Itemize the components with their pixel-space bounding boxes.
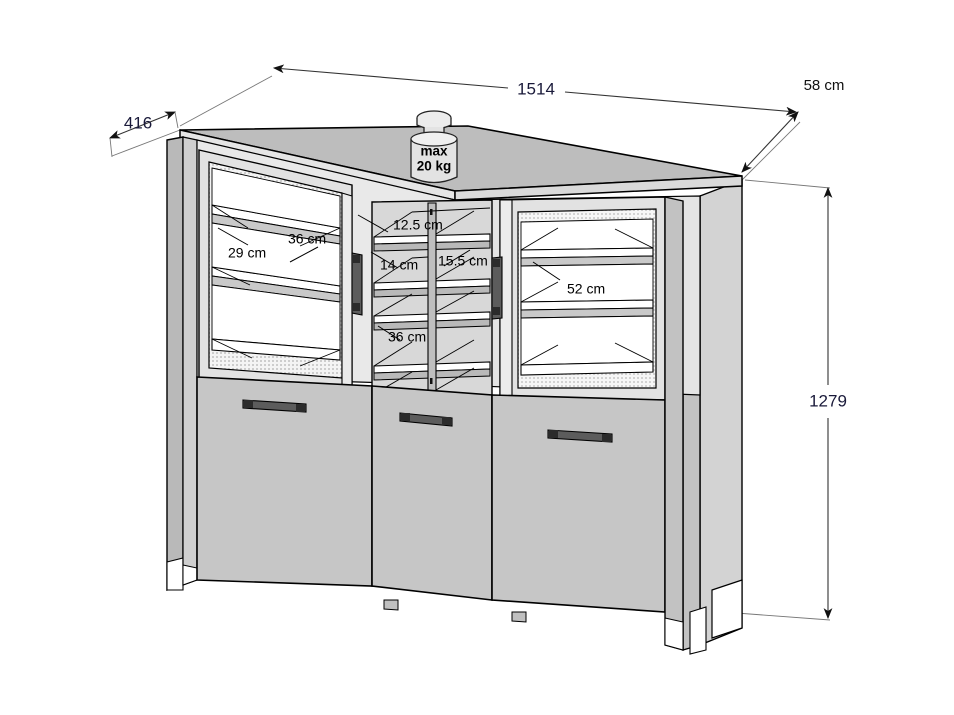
leader-36cm-left: [289, 246, 319, 263]
right-interior-upper: [520, 218, 654, 251]
right-interior-perspective-lines: [520, 227, 654, 366]
label-52cm: 52 cm: [567, 281, 605, 297]
lower-middle-door[interactable]: [371, 385, 493, 611]
left-bottom-panel: [211, 338, 341, 361]
left-handle-bar: [351, 252, 363, 316]
front-right-post: [664, 196, 684, 651]
lower-left-handle-cap-left: [244, 400, 253, 408]
lower-right-handle-cap-right: [602, 434, 611, 442]
leader-15-5cm: [443, 249, 471, 267]
right-door-handle[interactable]: [491, 256, 503, 320]
left-glass-door[interactable]: [198, 149, 363, 391]
left-handle-cap-top: [353, 255, 360, 263]
left-handle-cap-bottom: [353, 303, 360, 311]
right-inner-foot-cut: [689, 606, 707, 655]
left-side-panel-face: [182, 136, 198, 586]
right-bottom-panel: [520, 361, 654, 376]
label-height-1279: 1279: [809, 391, 847, 410]
label-36cm-left: 36 cm: [288, 231, 326, 247]
right-interior-lower: [520, 315, 654, 366]
middle-pin-top: [430, 209, 433, 215]
cabinet-body: [166, 125, 743, 655]
depth-ext-lower: [109, 137, 113, 158]
weight-shoulder: [410, 131, 458, 147]
right-side-panel-outer: [699, 178, 743, 647]
top-front-edge-right: [454, 175, 743, 201]
depth-ext-upper: [174, 111, 179, 129]
label-12-5cm: 12.5 cm: [393, 217, 443, 233]
lower-left-handle[interactable]: [242, 399, 307, 413]
left-foot-cut: [166, 557, 184, 591]
lower-right-door[interactable]: [491, 394, 666, 623]
lower-right-handle[interactable]: [547, 429, 613, 443]
ext-line-topback-left: [179, 75, 273, 127]
leader-36cm-mid: [377, 325, 401, 341]
depth-dim-line: [108, 111, 177, 139]
lower-left-handle-bar: [242, 399, 307, 413]
lower-middle-handle-cap-left: [401, 413, 410, 421]
dimension-lines: [108, 64, 833, 621]
width-dim-line-right: [564, 91, 798, 116]
middle-perspective-lines: [373, 207, 491, 395]
label-29cm: 29 cm: [228, 245, 266, 261]
lower-right-handle-bar: [547, 429, 613, 443]
right-handle-cap-bottom: [493, 307, 500, 315]
max-load-line2: 20 kg: [417, 159, 452, 174]
label-depth-58cm: 58 cm: [804, 77, 845, 94]
left-interior-perspective-lines: [211, 204, 341, 367]
interior-dimension-labels: 29 cm 36 cm 12.5 cm 14 cm 15.5 cm 36 cm …: [228, 217, 605, 345]
lower-right-handle-cap-left: [549, 430, 558, 438]
max-load-line1: max: [420, 144, 448, 159]
left-door-stile: [341, 192, 353, 391]
lower-middle-handle-bar: [399, 412, 453, 427]
interior-dimension-leaders: [217, 214, 561, 341]
lower-left-door[interactable]: [196, 376, 373, 587]
left-interior-mid: [211, 222, 341, 287]
left-door-handle[interactable]: [351, 252, 363, 316]
leader-29cm: [217, 227, 249, 246]
ext-line-height-top: [744, 179, 831, 189]
overall-dimension-labels: 1514 416 58 cm 1279: [124, 77, 847, 411]
right-glass-door[interactable]: [491, 196, 666, 401]
width-dim-line-left: [272, 64, 509, 89]
lower-middle-handle[interactable]: [399, 412, 453, 427]
right-handle-cap-top: [493, 259, 500, 267]
max-load-badge: max 20 kg: [410, 110, 458, 184]
label-14cm: 14 cm: [380, 257, 418, 273]
leader-14cm: [370, 251, 399, 269]
lower-right-door-panel: [491, 394, 666, 613]
middle-open-shelving: [371, 199, 493, 401]
depth-cm-dim-line: [741, 111, 799, 173]
left-side-panel: [166, 136, 184, 591]
right-handle-bar: [491, 256, 503, 320]
label-depth-416: 416: [124, 113, 152, 132]
right-door-foot: [511, 611, 527, 623]
right-foot-cut: [711, 579, 743, 639]
label-36cm-mid: 36 cm: [388, 329, 426, 345]
middle-foot: [383, 599, 399, 611]
label-width-1514: 1514: [517, 79, 555, 98]
front-right-post-foot: [664, 617, 684, 651]
lower-middle-handle-cap-right: [442, 417, 451, 425]
leader-52cm: [532, 261, 561, 281]
middle-pin-bottom: [430, 378, 433, 384]
leader-12-5cm: [357, 214, 389, 233]
lower-left-handle-cap-right: [296, 404, 305, 412]
label-15-5cm: 15.5 cm: [438, 253, 488, 269]
